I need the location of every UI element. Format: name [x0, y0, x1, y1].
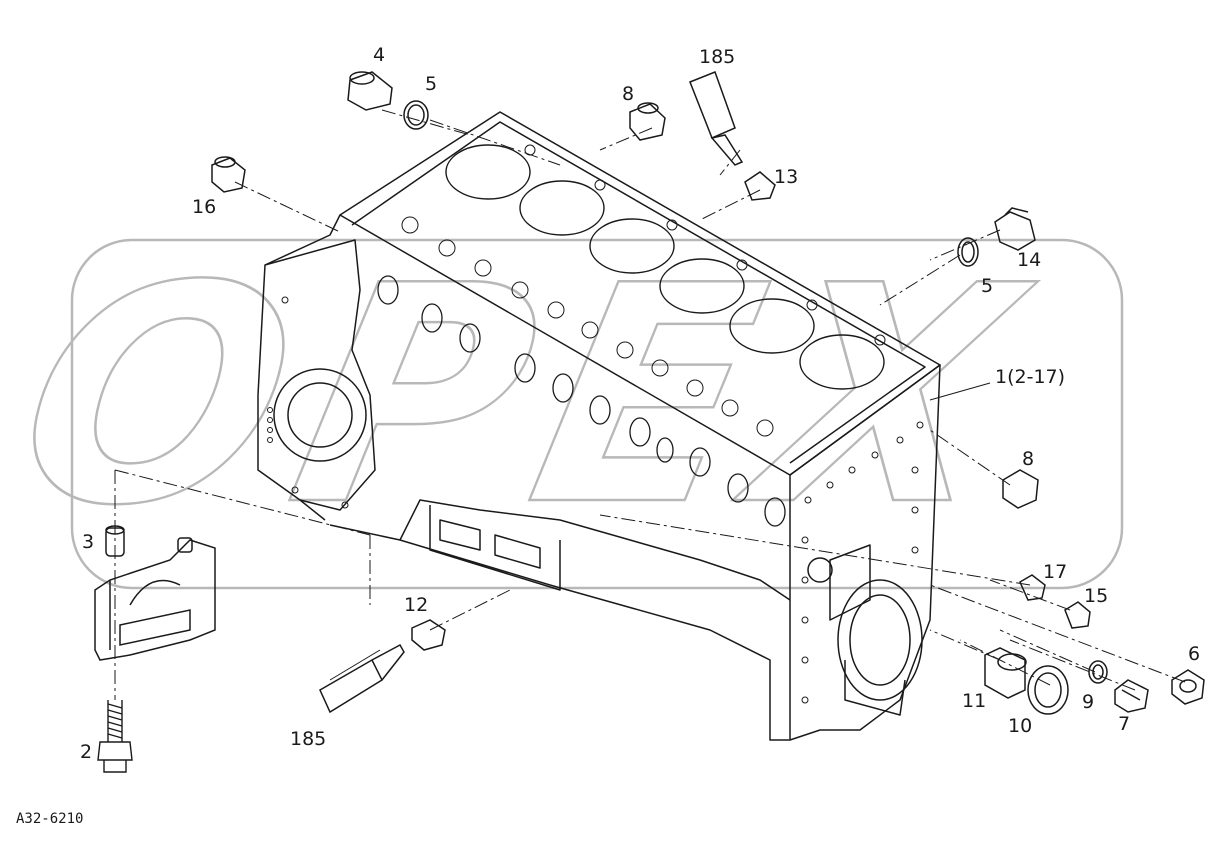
cylinder-block-icon — [257, 111, 941, 741]
callout-9: 9 — [1082, 691, 1095, 713]
callout-14: 14 — [1017, 249, 1042, 271]
callout-8-right: 8 — [1022, 448, 1035, 470]
callout-6: 6 — [1188, 643, 1201, 665]
callout-5-top: 5 — [425, 73, 438, 95]
callout-10: 10 — [1008, 715, 1033, 737]
sealant-tube-icon — [319, 71, 744, 714]
callout-8-top: 8 — [622, 83, 635, 105]
plug-icon — [211, 71, 1205, 713]
callout-11: 11 — [962, 690, 987, 712]
callout-185-top: 185 — [699, 46, 736, 68]
callout-15: 15 — [1084, 585, 1109, 607]
callout-7: 7 — [1118, 713, 1131, 735]
seal-ring-icon — [403, 100, 1108, 715]
callout-185-bottom: 185 — [290, 728, 327, 750]
callout-1: 1(2-17) — [995, 366, 1066, 388]
callout-3: 3 — [82, 531, 95, 553]
bolt-icon — [97, 700, 133, 773]
callout-17: 17 — [1043, 561, 1068, 583]
callout-12: 12 — [404, 594, 429, 616]
pointer-lines — [329, 382, 991, 681]
callout-13: 13 — [774, 166, 799, 188]
watermark-logo: OPEX — [0, 220, 1124, 590]
watermark-text: OPEX — [0, 221, 1059, 571]
main-bearing-cap-icon — [94, 537, 216, 661]
dowel-pin-icon — [105, 525, 125, 557]
drawing-code: A32-6210 — [16, 811, 84, 827]
callout-2: 2 — [80, 741, 93, 763]
callout-16: 16 — [192, 196, 217, 218]
callout-5-right: 5 — [981, 275, 994, 297]
leader-lines — [114, 109, 1186, 700]
callout-4: 4 — [373, 44, 386, 66]
